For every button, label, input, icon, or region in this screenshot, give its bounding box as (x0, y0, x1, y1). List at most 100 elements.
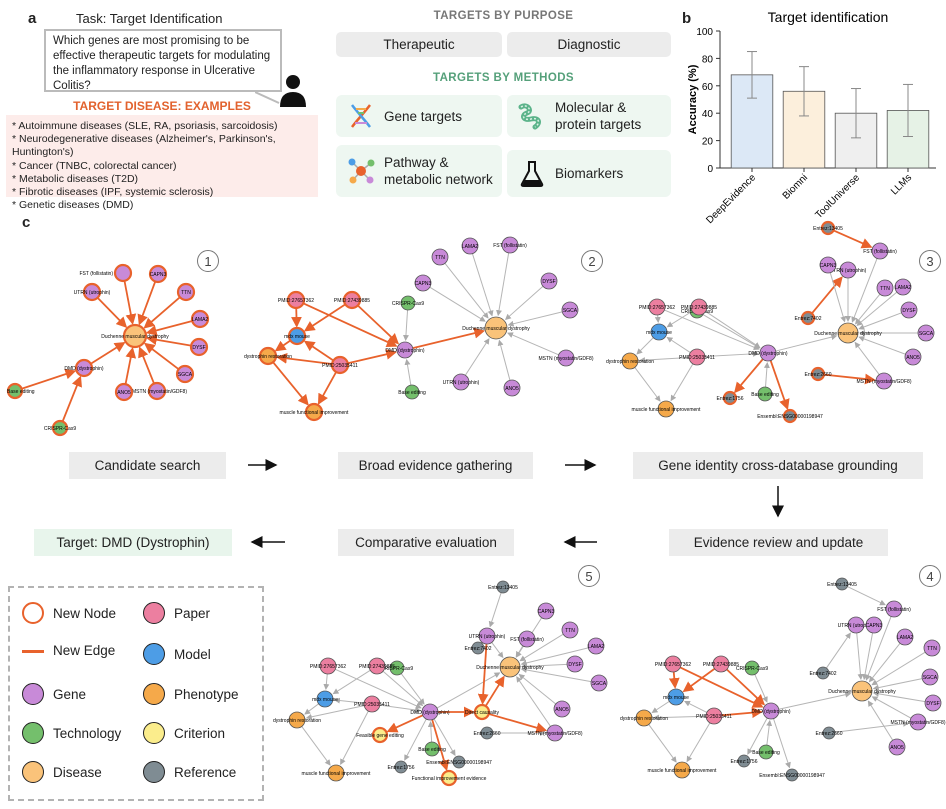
node-reference (496, 580, 510, 594)
legend-label: Disease (53, 764, 102, 780)
node-label: LAMA2 (192, 317, 209, 323)
node-label: dystrophin restoration (244, 354, 292, 360)
disease-example: * Genetic diseases (DMD) (12, 199, 134, 212)
graph-edge (507, 332, 559, 356)
node-gene (819, 256, 837, 274)
node-reference (471, 641, 485, 655)
node-gene (590, 674, 608, 692)
graph-edge (636, 337, 654, 355)
new-edge (90, 341, 126, 365)
node-gene (865, 616, 883, 634)
node-gene (147, 381, 167, 401)
new-edge (302, 302, 398, 347)
graph-edge (332, 669, 371, 695)
graph-edge (847, 586, 886, 606)
node-gene (452, 373, 470, 391)
question-text: Which genes are most promising to be eff… (53, 35, 271, 92)
node-disease (499, 656, 521, 678)
node-label: Entrez:1756 (731, 759, 758, 765)
node-label: ANO5 (505, 386, 519, 392)
legend-label: Criterion (174, 725, 226, 741)
disease-example: * Autoimmune diseases (SLE, RA, psoriasi… (12, 120, 278, 132)
graph-edge (670, 363, 694, 402)
node-label: Entrez:1756 (388, 765, 415, 771)
graph-edge (304, 703, 319, 715)
node-reference (782, 408, 798, 424)
graph: Duchenne muscular dystrophyEntrez:13405F… (620, 577, 946, 782)
new-edge (431, 719, 450, 772)
node-technology (424, 741, 440, 757)
node-label: CRISPR-Cas9 (44, 426, 76, 432)
step-number-5: 5 (578, 565, 600, 587)
graph-edge (518, 673, 557, 705)
graph-edge (340, 710, 369, 766)
graph-edge (704, 350, 760, 358)
graph-edge (496, 252, 510, 317)
new-edge (291, 307, 302, 328)
new-edge (721, 707, 763, 719)
node-gene (762, 702, 780, 720)
node-gene (478, 627, 496, 645)
node-label: MSTN (myostatin/GDF8) (856, 379, 911, 385)
node-label: Base editing (751, 392, 779, 398)
new-edge (138, 346, 155, 384)
graph-edge (763, 361, 770, 388)
graph-edge (775, 334, 838, 352)
node-label: dystrophin restoration (606, 359, 654, 365)
graph-edge (433, 718, 456, 756)
node-phenotype (657, 400, 675, 418)
node-gene (876, 279, 894, 297)
graph-edge (491, 642, 504, 659)
node-reference (820, 220, 836, 236)
method-molecular-protein: Molecular & protein targets (507, 95, 671, 137)
node-label: PMID:27439885 (334, 298, 370, 304)
graph-edge (862, 632, 874, 681)
node-disease (837, 322, 859, 344)
node-label: Direct causality (465, 710, 499, 716)
node-label: MSTN (myostatin/GDF8) (538, 356, 593, 362)
node-label: DMD (dystrophin) (748, 351, 788, 357)
graph-edge (335, 668, 422, 709)
new-edge (357, 304, 400, 345)
node-label: Entrez:2660 (816, 731, 843, 737)
node-paper (712, 655, 730, 673)
node-paper (690, 298, 708, 316)
node-gene (888, 738, 906, 756)
node-label: PMID:27439885 (681, 305, 717, 311)
node-paper (368, 657, 386, 675)
legend-item-phenotype: Phenotype (143, 683, 239, 705)
new-edge-swatch (22, 649, 44, 653)
node-gene (885, 600, 903, 618)
graph-edge (872, 678, 923, 691)
node-label: SGCA (919, 331, 934, 337)
dna-icon (351, 104, 371, 128)
y-tick-label: 60 (702, 82, 714, 93)
y-tick-label: 40 (702, 109, 714, 120)
node-gene (176, 282, 196, 302)
node-phenotype (258, 346, 278, 366)
node-gene (561, 301, 579, 319)
node-label: Ensembl:ENSG00000198947 (426, 760, 492, 766)
node-technology (758, 744, 774, 760)
node-gene (557, 349, 575, 367)
graph-edge (858, 336, 906, 355)
node-disease (122, 323, 148, 349)
node-label: CAPN3 (866, 623, 883, 629)
node-gene (461, 237, 479, 255)
node-label: Duchenne muscular dystrophy (101, 334, 169, 340)
node-label: LAMA2 (588, 644, 605, 650)
node-paper (342, 290, 362, 310)
graph-edge (497, 339, 511, 381)
node-label: Duchenne muscular dystrophy (476, 665, 544, 671)
node-label: Entrez:2660 (474, 731, 501, 737)
node-label: LAMA2 (895, 285, 912, 291)
node-gene (421, 703, 439, 721)
node-reference (835, 577, 849, 591)
disease-example: * Metabolic diseases (T2D) (12, 172, 139, 185)
new-edge (61, 375, 82, 422)
new-edge (412, 327, 486, 349)
graph-edge (766, 719, 773, 746)
step-broad-evidence: Broad evidence gathering (338, 452, 533, 479)
step-cross-database-grounding: Gene identity cross-database grounding (633, 452, 923, 479)
